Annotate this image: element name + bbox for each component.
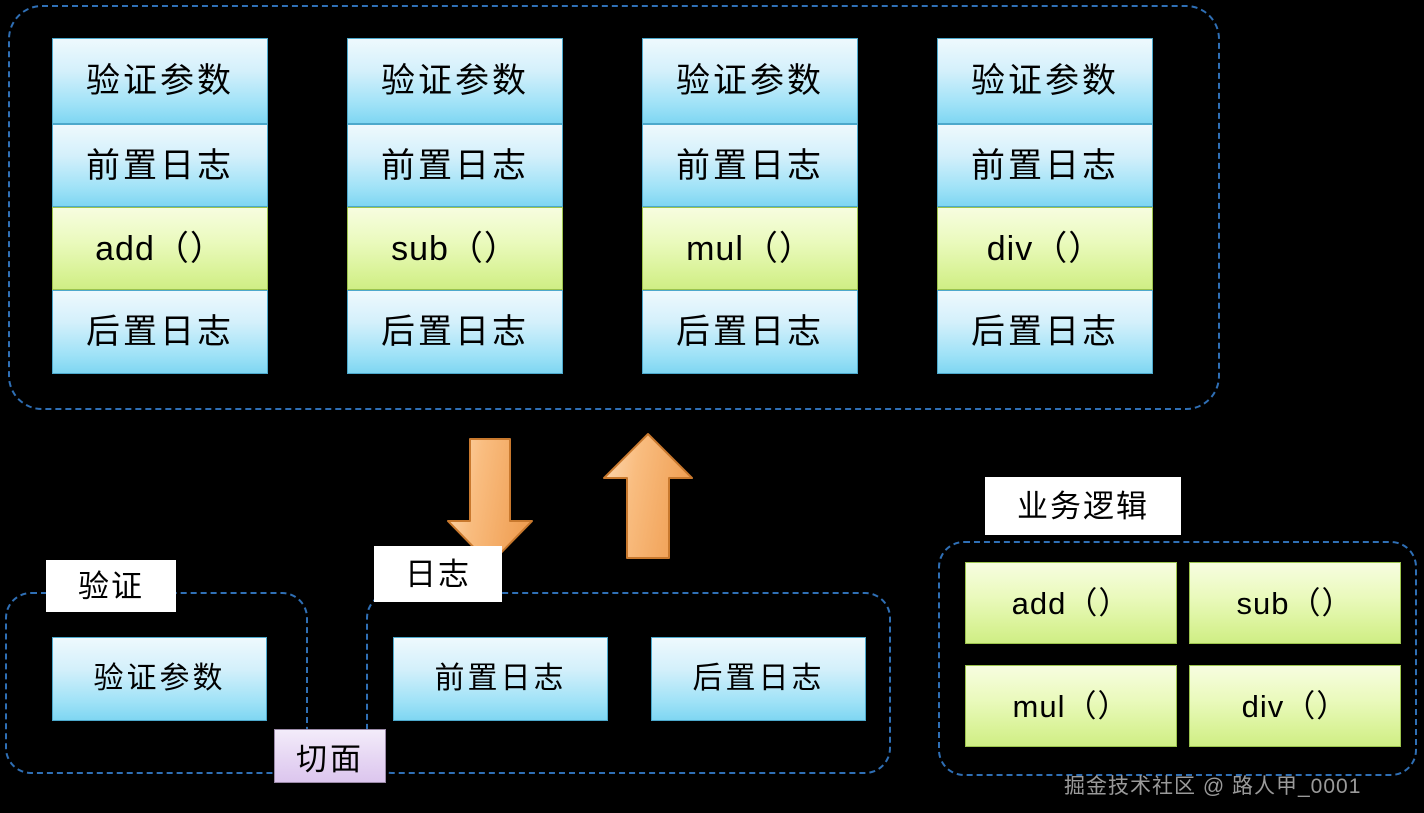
weaved-cell-add-postlog: 后置日志 — [52, 290, 268, 374]
weaved-methods-container — [8, 5, 1220, 410]
business-group-container — [938, 541, 1417, 776]
weaved-cell-sub-validate: 验证参数 — [347, 38, 563, 124]
weaved-cell-mul-postlog: 后置日志 — [642, 290, 858, 374]
business-group-label: 业务逻辑 — [985, 477, 1181, 535]
validate-item-params: 验证参数 — [52, 637, 267, 721]
weaved-cell-mul-prelog: 前置日志 — [642, 124, 858, 207]
weaved-cell-sub-postlog: 后置日志 — [347, 290, 563, 374]
log-item-prelog: 前置日志 — [393, 637, 608, 721]
weave-up-arrow-icon — [602, 432, 694, 560]
weaved-cell-mul-validate: 验证参数 — [642, 38, 858, 124]
log-item-postlog: 后置日志 — [651, 637, 866, 721]
business-item-sub: sub（） — [1189, 562, 1401, 644]
validate-group-label: 验证 — [46, 560, 176, 612]
weaved-cell-sub-method: sub（） — [347, 207, 563, 290]
aspect-chip-label: 切面 — [274, 729, 386, 783]
weaved-cell-add-prelog: 前置日志 — [52, 124, 268, 207]
weaved-cell-div-prelog: 前置日志 — [937, 124, 1153, 207]
weaved-cell-sub-prelog: 前置日志 — [347, 124, 563, 207]
log-group-label: 日志 — [374, 546, 502, 602]
watermark-text: 掘金技术社区 @ 路人甲_0001 — [1064, 775, 1362, 798]
business-item-add: add（） — [965, 562, 1177, 644]
log-group-container — [366, 592, 891, 774]
weaved-cell-add-method: add（） — [52, 207, 268, 290]
weave-down-arrow-icon — [446, 437, 534, 567]
weaved-cell-add-validate: 验证参数 — [52, 38, 268, 124]
weaved-cell-div-method: div（） — [937, 207, 1153, 290]
weaved-cell-div-postlog: 后置日志 — [937, 290, 1153, 374]
weaved-cell-div-validate: 验证参数 — [937, 38, 1153, 124]
business-item-div: div（） — [1189, 665, 1401, 747]
business-item-mul: mul（） — [965, 665, 1177, 747]
weaved-cell-mul-method: mul（） — [642, 207, 858, 290]
